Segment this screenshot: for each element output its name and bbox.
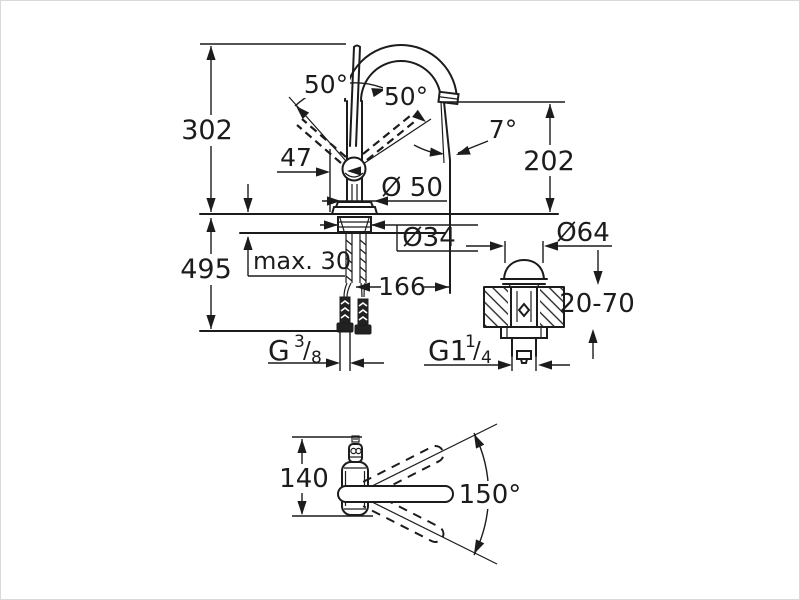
water-stream-line	[443, 101, 451, 294]
drain-cap	[502, 258, 546, 280]
dim-202-label: 202	[523, 146, 575, 177]
dim-d64-label: Ø64	[556, 218, 610, 248]
svg-text:8: 8	[311, 348, 322, 368]
svg-text:1: 1	[465, 332, 476, 352]
dim-495-label: 495	[180, 254, 232, 285]
mounting-studs	[343, 233, 367, 298]
dim-302-label: 302	[181, 115, 233, 146]
dim-g38-label: G 3 / 8	[268, 332, 322, 368]
spout-outlet	[437, 90, 460, 106]
lever-neutral	[349, 44, 361, 147]
deck-hatch-right	[540, 287, 564, 327]
svg-text:G: G	[268, 334, 290, 367]
dim-140-label: 140	[279, 464, 329, 494]
svg-text:3: 3	[294, 332, 305, 352]
dimension-labels: 302 495 50° 50° 47 Ø 50 7° 202 Ø34 max. …	[180, 70, 635, 510]
dim-50deg-right-label: 50°	[384, 82, 428, 111]
dim-50deg-left-label: 50°	[304, 70, 348, 99]
svg-text:4: 4	[481, 348, 492, 368]
spout-swivel-down	[362, 490, 445, 543]
dim-150deg-label: 150°	[459, 480, 522, 510]
dim-g114-label: G1 1 / 4	[428, 332, 492, 368]
dim-166-label: 166	[378, 272, 426, 301]
faucet-top-view	[337, 423, 498, 565]
dim-d34-label: Ø34	[402, 223, 456, 253]
svg-text:/: /	[473, 338, 481, 364]
supply-hoses	[336, 296, 372, 335]
drain-valve-detail	[517, 302, 531, 318]
lever-right-position	[362, 115, 415, 161]
dim-max30-label: max. 30	[253, 247, 351, 275]
drain-section-view	[483, 258, 565, 364]
mounting-hardware	[337, 216, 372, 233]
dim-d50-label: Ø 50	[381, 173, 443, 203]
lever-tip-top	[351, 435, 360, 443]
dim-7deg-label: 7°	[489, 115, 517, 144]
spout-top	[337, 485, 454, 503]
dimension-arrows	[206, 46, 603, 554]
label-backgrounds	[182, 73, 573, 509]
svg-text:/: /	[303, 338, 311, 364]
spout-swivel-up	[362, 445, 445, 498]
deck-hatch-left	[484, 287, 508, 327]
dim-47-label: 47	[280, 143, 312, 172]
dim-2070-label: 20-70	[559, 289, 635, 319]
lever-left-position	[296, 118, 347, 164]
svg-text:G1: G1	[428, 334, 468, 367]
